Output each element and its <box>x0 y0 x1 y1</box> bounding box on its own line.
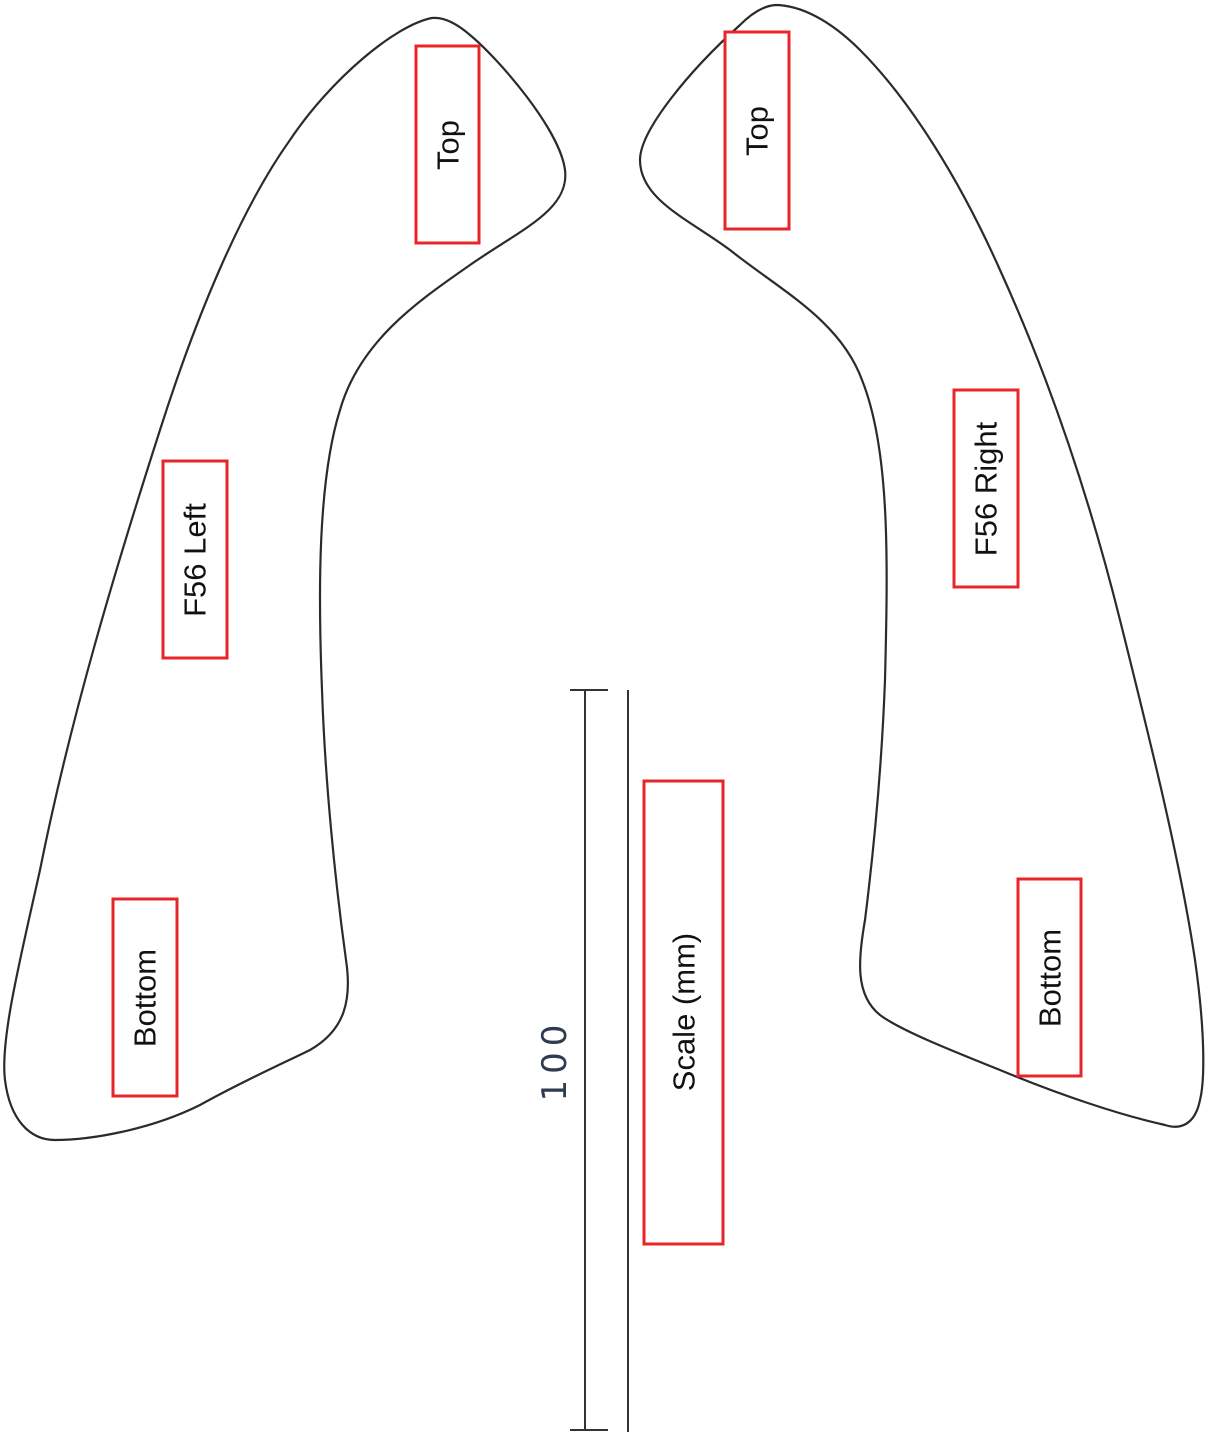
scale-bar: 100 <box>535 689 629 1432</box>
svg-text:F56 Left: F56 Left <box>178 503 213 617</box>
svg-text:Scale (mm): Scale (mm) <box>667 933 702 1091</box>
scale-label: Scale (mm) <box>642 779 725 1246</box>
right-name-label: F56 Right <box>952 388 1020 589</box>
svg-text:Bottom: Bottom <box>128 949 163 1047</box>
svg-text:F56 Right: F56 Right <box>969 421 1004 556</box>
left-name-label: F56 Left <box>161 459 229 660</box>
svg-text:Top: Top <box>431 120 466 170</box>
left-bottom-label: Bottom <box>111 897 179 1098</box>
left-piece-outline <box>3 16 567 1142</box>
right-top-label: Top <box>723 30 791 231</box>
right-piece-outline <box>638 3 1205 1128</box>
right-bottom-label: Bottom <box>1016 877 1083 1078</box>
svg-text:Top: Top <box>740 106 775 156</box>
svg-text:Bottom: Bottom <box>1033 929 1068 1027</box>
scale-value-text: 100 <box>535 1019 575 1102</box>
left-top-label: Top <box>414 44 481 245</box>
